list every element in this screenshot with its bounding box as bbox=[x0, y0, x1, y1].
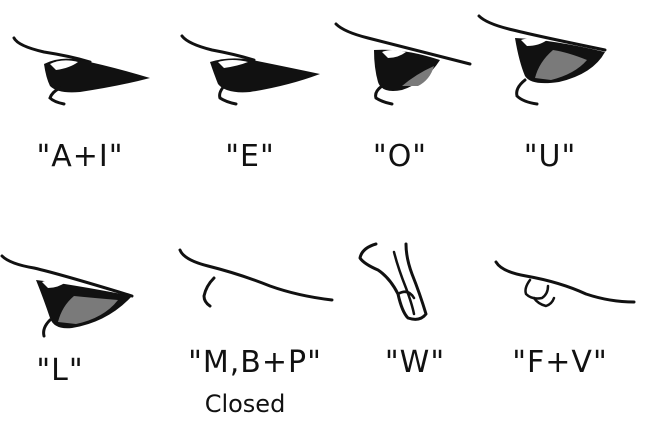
mouth-drawing-u bbox=[477, 14, 607, 106]
mouth-drawing-o bbox=[334, 22, 472, 106]
shape-label-f-v: "F+V" bbox=[512, 345, 608, 380]
mouth-shape-a-i: "A+I" bbox=[0, 0, 160, 200]
mouth-drawing-m-b-p bbox=[178, 248, 334, 308]
shape-label-a-i: "A+I" bbox=[36, 139, 124, 174]
mouth-shape-e: "E" bbox=[170, 0, 330, 200]
mouth-shape-o: "O" bbox=[330, 0, 490, 200]
shape-label-e: "E" bbox=[225, 139, 275, 174]
shape-label-m-b-p: "M,B+P" bbox=[188, 345, 322, 380]
mouth-shape-m-b-p: "M,B+P" Closed bbox=[170, 238, 340, 427]
shape-label-w: "W" bbox=[384, 345, 446, 380]
mouth-shape-l: "L" bbox=[0, 238, 160, 427]
mouth-drawing-l bbox=[0, 254, 134, 338]
mouth-drawing-a-i bbox=[12, 36, 150, 106]
shape-label-o: "O" bbox=[372, 139, 428, 174]
shape-sublabel-closed: Closed bbox=[204, 390, 286, 418]
shape-label-l: "L" bbox=[36, 353, 84, 388]
mouth-shape-f-v: "F+V" bbox=[490, 238, 645, 427]
shape-label-u: "U" bbox=[523, 139, 577, 174]
mouth-shape-w: "W" bbox=[350, 238, 480, 427]
mouth-drawing-e bbox=[180, 34, 320, 106]
mouth-shape-u: "U" bbox=[475, 0, 645, 200]
mouth-drawing-w bbox=[358, 242, 428, 321]
mouth-drawing-f-v bbox=[494, 260, 636, 308]
